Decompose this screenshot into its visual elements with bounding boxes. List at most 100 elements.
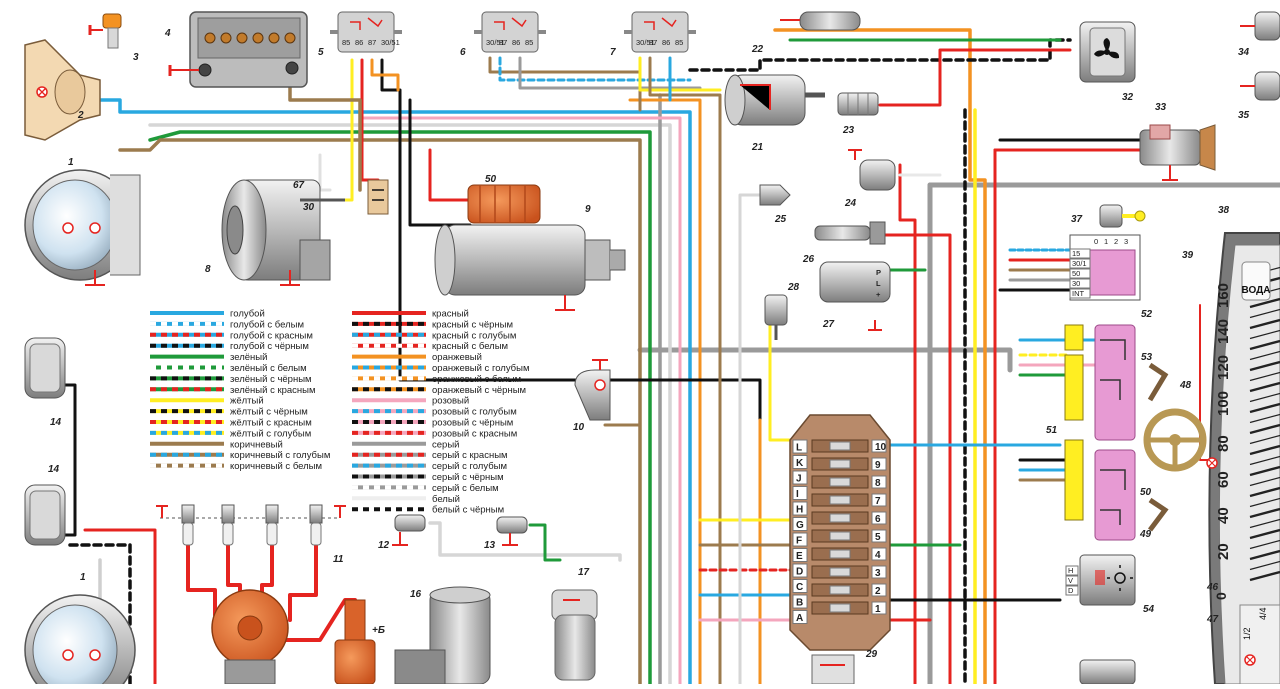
fuse-letter-box xyxy=(792,579,808,593)
fuse-letter: H xyxy=(796,505,803,516)
legend-label: оранжевый xyxy=(432,352,482,363)
sensor-25 xyxy=(759,184,791,206)
plug-insulator xyxy=(222,522,234,546)
wire-blue-white-relay6 xyxy=(498,56,692,82)
wire-red-26 xyxy=(878,233,952,686)
callout-48: 48 xyxy=(1179,380,1192,391)
legend-label: голубой xyxy=(230,309,265,320)
fan-switch-32 xyxy=(1079,21,1136,83)
ignition-terminal-label: 15 xyxy=(1072,249,1080,258)
plug-body xyxy=(309,504,323,524)
gauge-tick xyxy=(1249,413,1280,424)
legend-label: коричневый с голубым xyxy=(230,450,330,461)
legend-label: коричневый xyxy=(230,439,283,450)
callout-14-lower: 14 xyxy=(48,464,60,475)
fuse-letter: I xyxy=(796,489,799,500)
relay-pin-label: 86 xyxy=(355,38,363,47)
horn-14-lower xyxy=(24,484,66,546)
legend-item: коричневый xyxy=(150,439,283,450)
switch-panel-49 xyxy=(1094,449,1136,541)
key-icon xyxy=(1099,204,1146,228)
legend-item: жёлтый xyxy=(150,396,264,407)
relay-pin-label: 30/51 xyxy=(636,38,655,47)
legend-item: коричневый с белым xyxy=(150,461,322,472)
fuse-number: 9 xyxy=(875,460,881,471)
lamp-34 xyxy=(1240,11,1280,41)
fuse-letter-box xyxy=(792,548,808,562)
relay-tab xyxy=(330,30,338,34)
sensor27-terminal-label: + xyxy=(876,290,881,299)
legend-label: красный с чёрным xyxy=(432,319,513,330)
fuse-letter-box xyxy=(792,486,808,500)
fuse-number: 3 xyxy=(875,568,881,579)
headlamp-2 xyxy=(24,39,101,141)
callout-50-right: 50 xyxy=(1140,487,1152,498)
legend-item: серый с красным xyxy=(352,450,508,461)
legend-item: белый с чёрным xyxy=(352,505,504,516)
relay-pin-label: 87 xyxy=(368,38,376,47)
gauge-tick xyxy=(1249,560,1280,571)
starter-9 xyxy=(434,184,626,311)
callout-53: 53 xyxy=(1141,352,1153,363)
gauge-tick xyxy=(1249,486,1280,498)
spark-plug xyxy=(309,504,323,546)
relay-pin-label: 85 xyxy=(675,38,683,47)
callout-8: 8 xyxy=(205,264,211,275)
callout-10: 10 xyxy=(573,422,585,433)
callout-24: 24 xyxy=(844,198,857,209)
fuse-number-box xyxy=(871,457,887,471)
callout-30: 30 xyxy=(303,202,315,213)
gauge-scale-number: 60 xyxy=(1215,471,1232,488)
fuse-number: 5 xyxy=(875,532,881,543)
relay-pin-label: 86 xyxy=(512,38,520,47)
relay-tab xyxy=(538,30,546,34)
plug-body xyxy=(265,504,279,524)
switch54-terminal-label: V xyxy=(1068,576,1073,585)
plug-body xyxy=(221,504,235,524)
spark-plug xyxy=(221,504,235,546)
box4-terminal xyxy=(284,32,296,44)
lighter-33 xyxy=(1139,124,1216,181)
box4-terminal xyxy=(252,32,264,44)
component-23 xyxy=(837,92,879,116)
fuse xyxy=(829,495,851,505)
fuse-number: 8 xyxy=(875,478,881,489)
callout-47: 47 xyxy=(1206,614,1219,625)
wire-red-24 xyxy=(898,163,917,686)
fuse xyxy=(829,459,851,469)
coil-plus-label: +Б xyxy=(372,625,385,636)
fuse-number: 7 xyxy=(875,496,881,507)
ignition-terminal-label: 50 xyxy=(1072,269,1080,278)
ignition-header-label: 2 xyxy=(1114,237,1118,246)
distributor xyxy=(211,589,289,685)
wire-orange-top xyxy=(773,28,987,686)
fuse xyxy=(829,585,851,595)
ignition-header-label: 0 xyxy=(1094,237,1098,246)
gauge-tick xyxy=(1249,339,1280,351)
legend-item: оранжевый с голубым xyxy=(352,363,529,374)
legend-label: красный с голубым xyxy=(432,330,516,341)
fuse-letter: G xyxy=(796,520,804,531)
wire-yellow-relay5 xyxy=(338,58,354,202)
callout-54: 54 xyxy=(1143,604,1155,615)
relay-pin-label: 87 xyxy=(499,38,507,47)
gauge-tick xyxy=(1249,297,1280,309)
callout-34: 34 xyxy=(1238,47,1250,58)
callout-33: 33 xyxy=(1155,102,1167,113)
wire-grey-trunk xyxy=(637,347,1013,373)
legend-item: красный с чёрным xyxy=(352,319,513,330)
fuse-letter-box xyxy=(792,594,808,609)
fuse xyxy=(829,477,851,487)
gauge-tick xyxy=(1249,476,1280,487)
legend-item: оранжевый xyxy=(352,352,482,363)
box4-terminal xyxy=(220,32,232,44)
legend-item: красный с голубым xyxy=(352,330,516,341)
fuse-letter: E xyxy=(796,551,803,562)
legend-item: серый с чёрным xyxy=(352,472,504,483)
wire-black-white-top xyxy=(688,38,1072,72)
gauge-scale-number: 40 xyxy=(1215,507,1232,524)
